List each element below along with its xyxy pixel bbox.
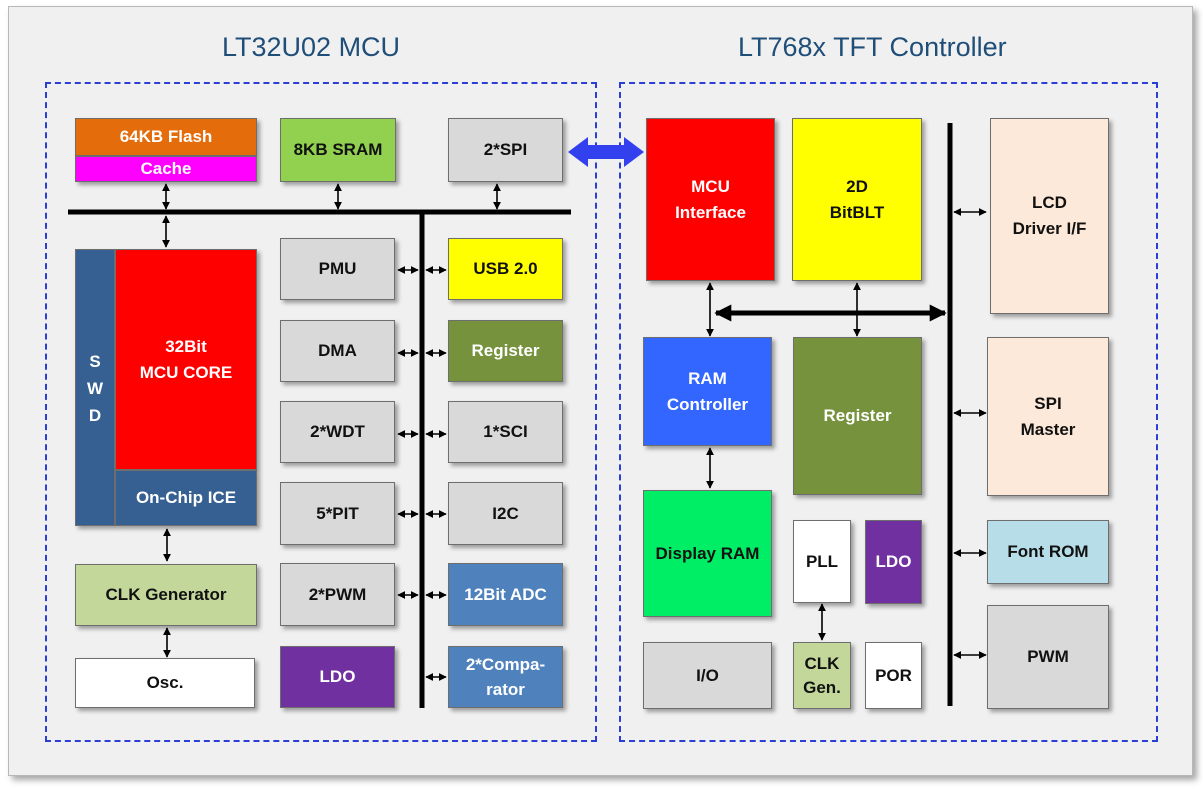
wdt-block: 2*WDT: [280, 401, 395, 463]
display-ram-block: Display RAM: [643, 490, 772, 617]
clk-gen-block: CLK Gen.: [793, 642, 851, 709]
font-rom-block: Font ROM: [987, 520, 1109, 584]
mcu-interface-block: MCU Interface: [646, 118, 775, 281]
sci-block: 1*SCI: [448, 401, 563, 463]
tft-register-block: Register: [793, 337, 922, 495]
pit-block: 5*PIT: [280, 482, 395, 545]
adc-block: 12Bit ADC: [448, 563, 563, 626]
mcu-core-block: 32Bit MCU CORE: [115, 249, 257, 470]
spi-master-block: SPI Master: [987, 337, 1109, 496]
spi-block: 2*SPI: [448, 118, 563, 182]
comparator-block: 2*Compa- rator: [448, 646, 563, 708]
cache-block: Cache: [75, 156, 257, 182]
dma-block: DMA: [280, 320, 395, 382]
usb-block: USB 2.0: [448, 238, 563, 300]
mcu-register-block: Register: [448, 320, 563, 382]
i2c-block: I2C: [448, 482, 563, 545]
por-block: POR: [865, 642, 922, 709]
inter-chip-link-arrow: [568, 137, 644, 167]
pmu-block: PMU: [280, 238, 395, 300]
pll-block: PLL: [793, 520, 851, 603]
swd-block: S W D: [75, 249, 115, 526]
pwm-block: 2*PWM: [280, 563, 395, 626]
io-block: I/O: [643, 642, 772, 709]
mcu-region: [45, 82, 597, 742]
mcu-ldo-block: LDO: [280, 646, 395, 708]
tft-region: [619, 82, 1158, 742]
clk-generator-block: CLK Generator: [75, 564, 257, 626]
sram-block: 8KB SRAM: [280, 118, 396, 182]
tft-ldo-block: LDO: [865, 520, 922, 604]
osc-block: Osc.: [75, 658, 255, 708]
on-chip-ice-block: On-Chip ICE: [115, 470, 257, 526]
ram-controller-block: RAM Controller: [643, 337, 772, 446]
flash-block: 64KB Flash: [75, 118, 257, 156]
lcd-driver-block: LCD Driver I/F: [990, 118, 1109, 314]
tft-title: LT768x TFT Controller: [738, 32, 1007, 62]
tft-pwm-block: PWM: [987, 605, 1109, 709]
mcu-title: LT32U02 MCU: [222, 32, 401, 62]
bitblt-block: 2D BitBLT: [792, 118, 922, 281]
